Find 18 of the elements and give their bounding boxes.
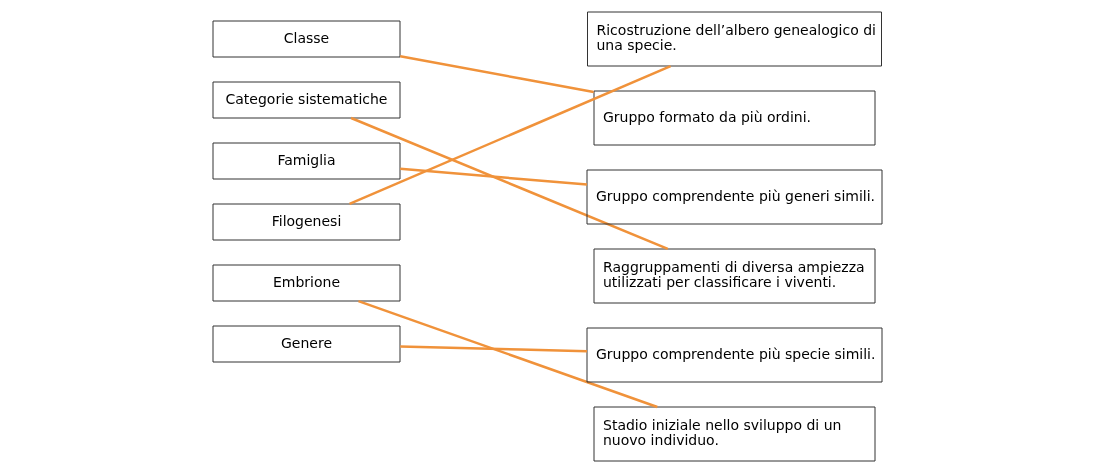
- connector: [350, 116, 669, 250]
- connector: [358, 299, 658, 409]
- node-box: Stadio iniziale nello sviluppo di un nuovo individuo.: [593, 406, 876, 462]
- connector: [349, 64, 672, 206]
- connector: [400, 345, 587, 353]
- connector: [400, 167, 588, 186]
- node-box: Gruppo formato da più ordini.: [593, 90, 876, 146]
- node-box: Famiglia: [212, 142, 401, 180]
- node-box: Raggruppamenti di diversa ampiezza utilizzati per classificare i viventi.: [593, 248, 876, 304]
- node-box: Genere: [212, 325, 401, 363]
- node-box: Gruppo comprendente più specie simili.: [586, 327, 883, 383]
- node-box: Ricostruzione dell’albero genealogico di una specie.: [587, 11, 882, 67]
- node-box: Embrione: [212, 264, 401, 302]
- connector: [399, 54, 594, 94]
- node-box: Classe: [212, 20, 401, 58]
- node-box: Categorie sistematiche: [212, 81, 401, 119]
- node-box: Filogenesi: [212, 203, 401, 241]
- node-box: Gruppo comprendente più generi simili.: [586, 169, 883, 225]
